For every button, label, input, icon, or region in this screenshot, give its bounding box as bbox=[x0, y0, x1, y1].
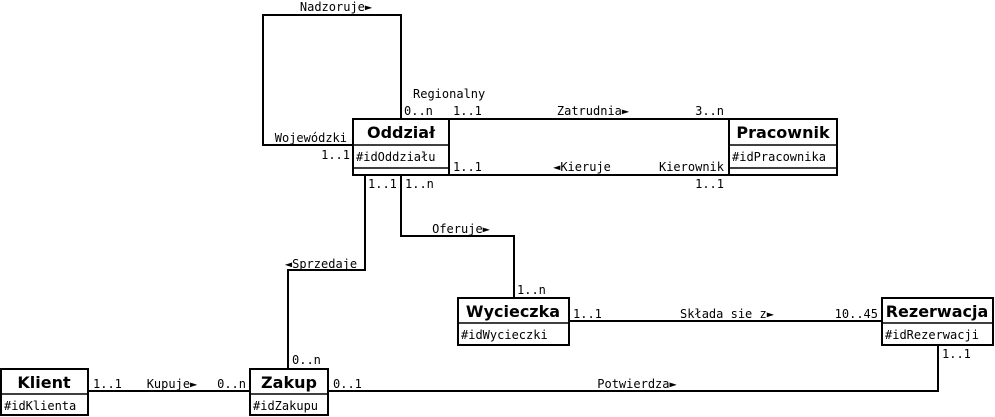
rel-zatrudnia-card-right: 3..n bbox=[695, 104, 724, 118]
edge-nadzoruje bbox=[262, 14, 402, 146]
rel-oferuje-card-top: 1..n bbox=[405, 177, 434, 191]
rel-kieruje-card-right: 1..1 bbox=[695, 177, 724, 191]
entity-oddzial-attr: #idOddziału bbox=[356, 150, 435, 164]
rel-sklada-sie-card-right: 10..45 bbox=[835, 307, 878, 321]
entity-rezerwacja-attr: #idRezerwacji bbox=[885, 328, 979, 342]
rel-sprzedaje-name: ◄Sprzedaje bbox=[285, 257, 357, 271]
rel-zatrudnia-card-left: 1..1 bbox=[453, 104, 482, 118]
rel-sprzedaje-card-top: 1..1 bbox=[368, 177, 397, 191]
entity-zakup[interactable]: Zakup #idZakupu bbox=[249, 368, 329, 416]
rel-kieruje-name: ◄Kieruje bbox=[553, 160, 611, 174]
entity-pracownik-title: Pracownik bbox=[736, 123, 830, 142]
entity-zakup-attr: #idZakupu bbox=[253, 399, 318, 413]
rel-nadzoruje-card-top: 0..n bbox=[404, 104, 433, 118]
rel-nadzoruje-role-bottom: Wojewódzki bbox=[275, 131, 347, 145]
rel-kupuje-card-left: 1..1 bbox=[93, 377, 122, 391]
entity-oddzial-title: Oddział bbox=[367, 123, 436, 142]
entity-pracownik[interactable]: Pracownik #idPracownika bbox=[728, 118, 838, 176]
entity-rezerwacja[interactable]: Rezerwacja #idRezerwacji bbox=[881, 297, 994, 346]
rel-sklada-sie-name: Składa sie z► bbox=[680, 307, 775, 321]
rel-kupuje-name: Kupuje► bbox=[147, 377, 198, 391]
edge-potwierdza bbox=[328, 345, 939, 392]
rel-zatrudnia-name: Zatrudnia► bbox=[557, 104, 630, 118]
entity-oddzial[interactable]: Oddział #idOddziału bbox=[352, 118, 450, 176]
rel-potwierdza-card-right: 1..1 bbox=[942, 347, 971, 361]
rel-nadzoruje-name: Nadzoruje► bbox=[300, 0, 373, 14]
entity-klient-title: Klient bbox=[17, 373, 71, 392]
entity-wycieczka-title: Wycieczka bbox=[466, 302, 560, 321]
edge-oferuje bbox=[400, 175, 515, 298]
rel-oferuje-name: Oferuje► bbox=[432, 222, 491, 236]
rel-sklada-sie-card-left: 1..1 bbox=[573, 307, 602, 321]
rel-kupuje-card-right: 0..n bbox=[217, 377, 246, 391]
entity-pracownik-attr: #idPracownika bbox=[732, 150, 826, 164]
entity-zakup-title: Zakup bbox=[261, 373, 317, 392]
rel-nadzoruje-role-top: Regionalny bbox=[413, 87, 485, 101]
rel-nadzoruje-card-bottom: 1..1 bbox=[321, 148, 350, 162]
entity-klient[interactable]: Klient #idKlienta bbox=[0, 368, 89, 416]
rel-potwierdza-card-left: 0..1 bbox=[333, 377, 362, 391]
rel-kieruje-role-right: Kierownik bbox=[659, 160, 725, 174]
rel-potwierdza-name: Potwierdza► bbox=[597, 377, 677, 391]
entity-wycieczka-attr: #idWycieczki bbox=[461, 328, 548, 342]
rel-oferuje-card-bottom: 1..n bbox=[517, 283, 546, 297]
entity-klient-attr: #idKlienta bbox=[4, 399, 76, 413]
rel-sprzedaje-card-bottom: 0..n bbox=[292, 353, 321, 367]
rel-kieruje-card-left: 1..1 bbox=[453, 160, 482, 174]
entity-wycieczka[interactable]: Wycieczka #idWycieczki bbox=[457, 297, 570, 346]
edge-sprzedaje bbox=[287, 175, 366, 369]
entity-rezerwacja-title: Rezerwacja bbox=[886, 302, 989, 321]
